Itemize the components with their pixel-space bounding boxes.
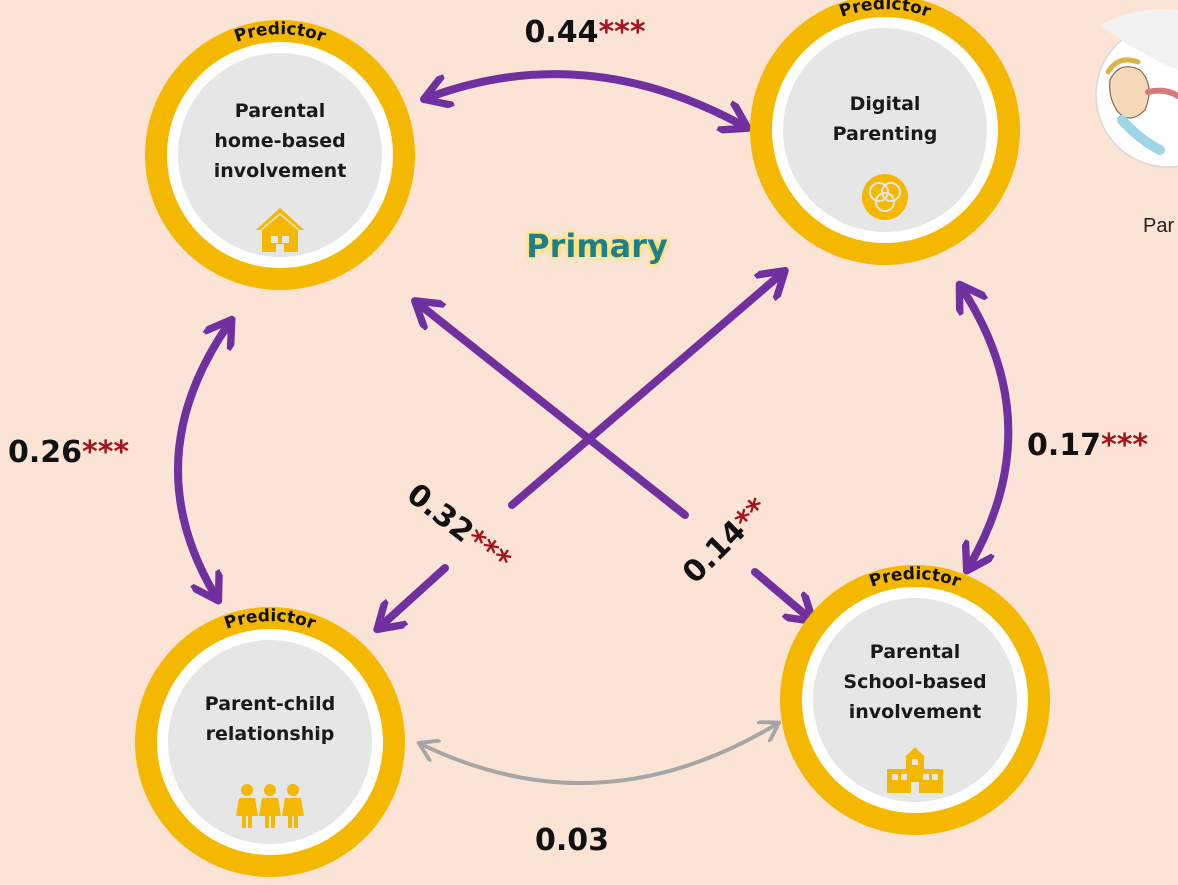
svg-text:Predictor: Predictor: [837, 0, 934, 22]
arrow-cross-to-relationship: [382, 564, 449, 625]
arrow-cross-to-school: [751, 568, 808, 617]
node-title-line: Parental: [235, 100, 325, 122]
center-label: Primary: [526, 227, 668, 265]
node-parent-child-relationship: Predictor Parent-child relationship: [135, 606, 405, 877]
side-label-cropped: Par: [1143, 215, 1174, 237]
node-title-line: Parenting: [833, 123, 938, 145]
arrow-cross-to-digital: [508, 275, 780, 509]
coef-cross-032: 0.32***: [400, 477, 517, 579]
arrow-home-relationship: [174, 325, 228, 595]
node-title-line: relationship: [206, 723, 335, 745]
arrow-digital-school: [963, 290, 1013, 565]
cropped-illustration: [1095, 9, 1178, 168]
node-title-line: home-based: [214, 130, 345, 152]
node-title-line: School-based: [843, 671, 986, 693]
family-icon: [236, 784, 304, 828]
node-title-line: involvement: [849, 701, 982, 723]
node-digital-parenting: Predictor Digital Parenting: [750, 0, 1020, 265]
node-badge: Predictor: [837, 0, 934, 22]
node-school-based-involvement: Predictor Parental School-based involvem…: [780, 564, 1050, 835]
venn-circles-icon: [862, 174, 908, 220]
arrow-cross-to-home: [420, 305, 689, 519]
school-building-icon: [887, 747, 943, 793]
coef-relationship-school: 0.03: [535, 823, 609, 858]
node-title-line: involvement: [214, 160, 347, 182]
arrow-relationship-school: [423, 725, 775, 786]
house-icon: [256, 208, 304, 252]
coef-home-relationship: 0.26***: [8, 435, 129, 470]
coef-digital-school: 0.17***: [1027, 428, 1148, 463]
coef-home-digital: 0.44***: [524, 15, 645, 50]
edges: [174, 70, 1013, 786]
node-title-line: Digital: [850, 93, 921, 115]
node-home-based-involvement: Predictor Parental home-based involvemen…: [145, 19, 415, 290]
node-title-line: Parental: [870, 641, 960, 663]
node-title-line: Parent-child: [205, 693, 335, 715]
arrow-home-digital: [430, 70, 742, 125]
